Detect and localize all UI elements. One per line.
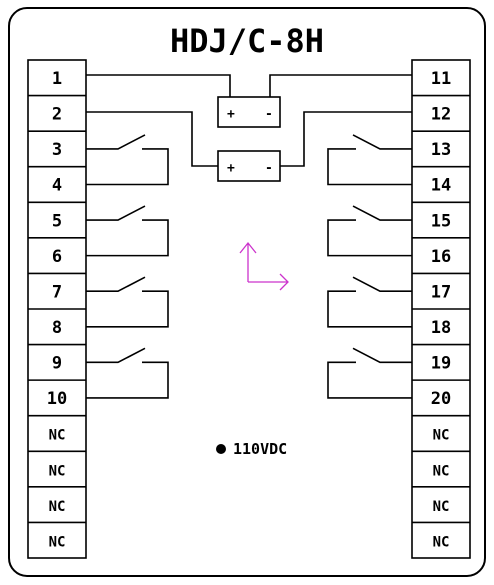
- right-terminal-label: 12: [431, 105, 451, 125]
- coil-1: + -: [217, 96, 281, 128]
- left-terminal-label: 8: [52, 318, 62, 338]
- right-contact-switch: [327, 347, 412, 399]
- left-terminal-label: 6: [52, 247, 62, 267]
- arrow-path: [239, 241, 289, 291]
- left-terminal-label: NC: [49, 534, 66, 550]
- coil-1-minus-sign: -: [265, 107, 273, 122]
- right-terminal-label: 14: [431, 176, 451, 196]
- right-terminal-label: NC: [433, 428, 450, 444]
- left-contact-switch: [86, 134, 169, 186]
- left-terminal-label: 3: [52, 140, 62, 160]
- left-terminal-label: 10: [47, 389, 67, 409]
- coil-2-minus-sign: -: [265, 161, 273, 176]
- left-contact-switch: [86, 347, 169, 399]
- left-terminal-label: 7: [52, 282, 62, 302]
- left-terminal-label: NC: [49, 499, 66, 515]
- wire-coil1-minus-pin11: [269, 74, 412, 97]
- relay-contacts: [86, 134, 412, 399]
- wire-pin1-coil1-plus: [86, 74, 231, 97]
- left-contact-switch: [86, 276, 169, 328]
- left-terminal-label: 5: [52, 211, 62, 231]
- right-terminal-label: 19: [431, 354, 451, 374]
- direction-arrow-icon: [239, 241, 289, 291]
- supply-voltage-label: 110VDC: [233, 440, 287, 458]
- right-contact-switch: [327, 205, 412, 257]
- wire-coil2-minus-pin12: [280, 111, 412, 167]
- right-contact-switch: [327, 134, 412, 186]
- left-terminal-label: NC: [49, 463, 66, 479]
- right-contact-switch: [327, 276, 412, 328]
- right-terminal-label: 11: [431, 69, 451, 89]
- left-terminal-label: NC: [49, 428, 66, 444]
- right-terminal-label: 13: [431, 140, 451, 160]
- left-terminal-label: 9: [52, 354, 62, 374]
- right-terminal-label: NC: [433, 463, 450, 479]
- coil-1-plus-sign: +: [227, 107, 235, 122]
- coil-1-box: [217, 96, 281, 128]
- right-terminal-label: NC: [433, 499, 450, 515]
- device-outline: [8, 7, 486, 577]
- left-terminal-label: 4: [52, 176, 62, 196]
- left-contact-switch: [86, 205, 169, 257]
- left-terminal-label: 2: [52, 105, 62, 125]
- device-title: HDJ/C-8H: [170, 22, 324, 60]
- coil-2: + -: [217, 150, 281, 182]
- right-terminal-label: NC: [433, 534, 450, 550]
- right-terminal-label: 18: [431, 318, 451, 338]
- right-terminal-label: 20: [431, 389, 451, 409]
- right-terminal-label: 16: [431, 247, 451, 267]
- left-terminal-label: 1: [52, 69, 62, 89]
- wire-pin2-coil2-plus: [86, 111, 218, 167]
- coil-2-plus-sign: +: [227, 161, 235, 176]
- supply-dot: [216, 444, 226, 454]
- right-terminal-label: 15: [431, 211, 451, 231]
- right-terminal-label: 17: [431, 282, 451, 302]
